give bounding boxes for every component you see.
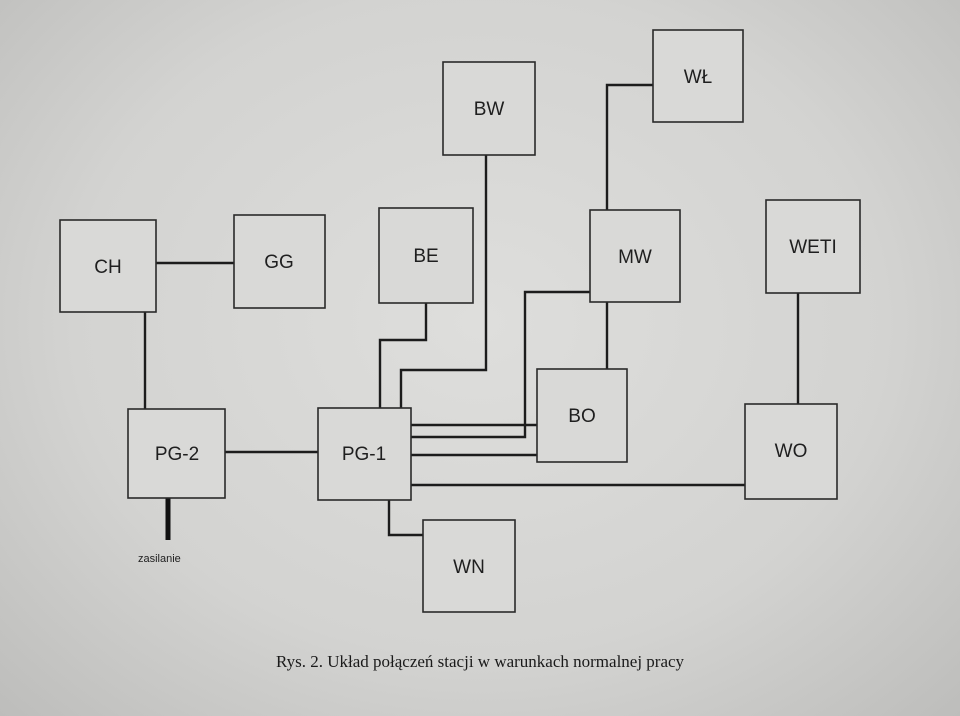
node-pg1: PG-1: [317, 407, 412, 501]
node-label-pg1: PG-1: [342, 444, 386, 465]
node-bo: BO: [536, 368, 628, 463]
figure-caption: Rys. 2. Układ połączeń stacji w warunkac…: [275, 652, 685, 671]
node-label-bo: BO: [568, 406, 595, 427]
node-be: BE: [378, 207, 474, 304]
node-label-wo: WO: [775, 441, 808, 462]
node-mw: MW: [589, 209, 681, 303]
node-bw: BW: [442, 61, 536, 156]
node-label-wl: WŁ: [684, 67, 713, 88]
node-weti: WETI: [765, 199, 861, 294]
node-ch: CH: [59, 219, 157, 313]
node-label-wn: WN: [453, 557, 485, 578]
node-label-weti: WETI: [789, 237, 837, 258]
line-pg1-mw: [411, 290, 590, 439]
node-label-gg: GG: [264, 252, 294, 273]
feed-label: zasilanie: [138, 553, 181, 565]
line-pg1-bw: [399, 155, 488, 408]
node-gg: GG: [233, 214, 326, 309]
node-label-bw: BW: [474, 99, 505, 120]
node-label-ch: CH: [94, 257, 121, 278]
node-wn: WN: [422, 519, 516, 613]
node-wl: WŁ: [652, 29, 744, 123]
line-pg1-wn: [387, 500, 423, 537]
node-label-be: BE: [413, 246, 438, 267]
node-label-mw: MW: [618, 247, 652, 268]
line-pg1-be: [378, 303, 428, 408]
node-label-pg2: PG-2: [155, 444, 199, 465]
node-pg2: PG-2: [127, 408, 226, 499]
node-wo: WO: [744, 403, 838, 500]
